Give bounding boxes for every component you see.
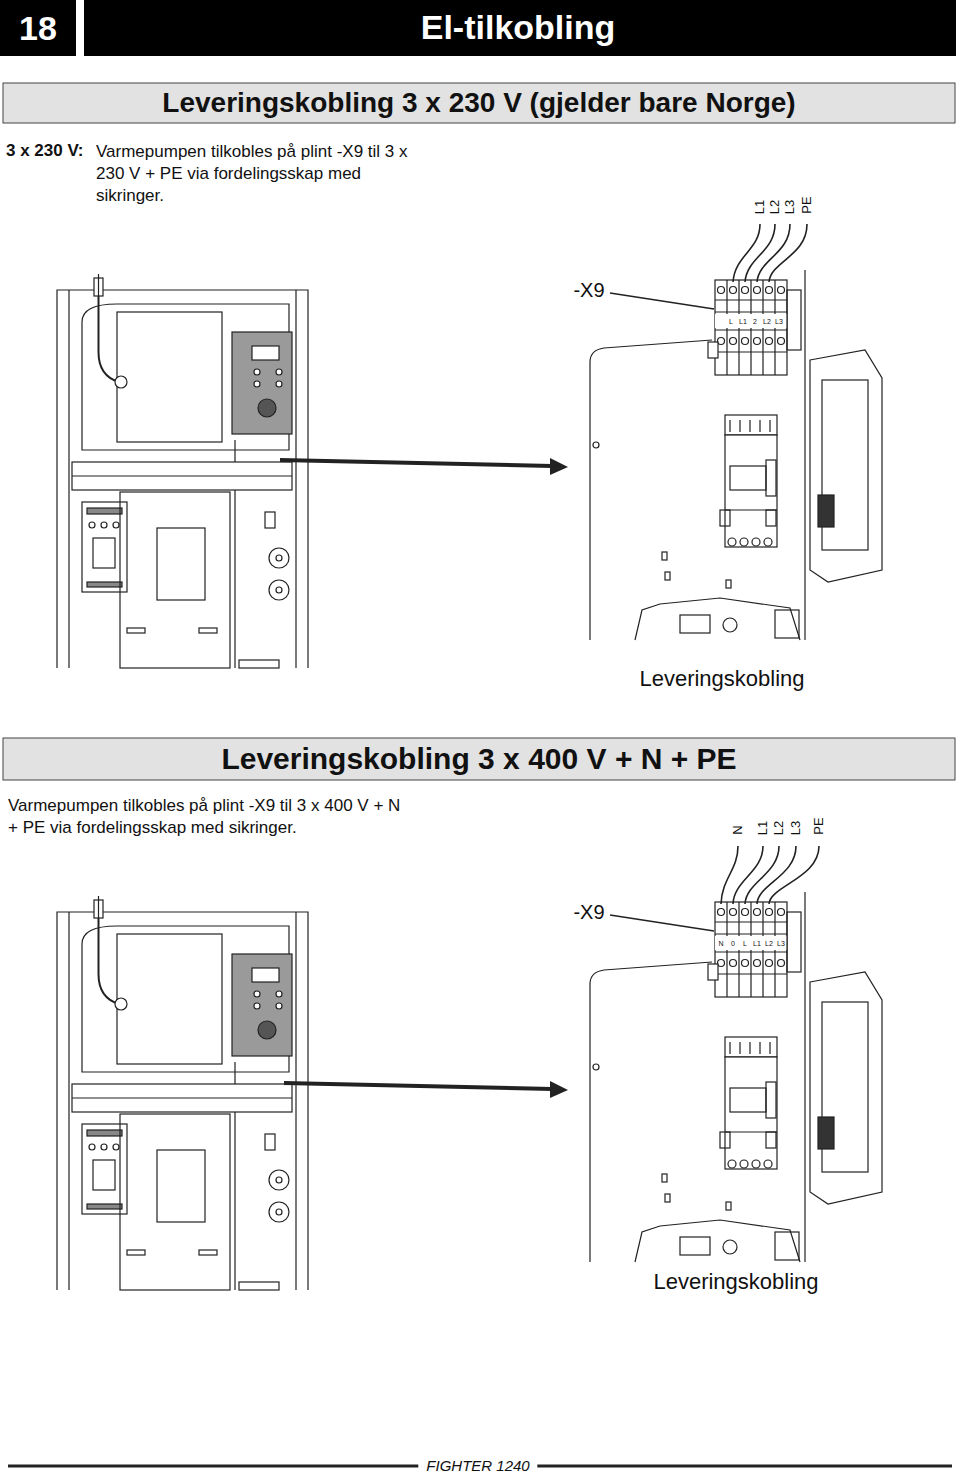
wire-label: L1	[756, 821, 771, 835]
footer-model: FIGHTER 1240	[418, 1457, 537, 1474]
terminal-name: -X9	[573, 901, 604, 924]
terminal-detail	[590, 270, 882, 640]
terminal-label: L2	[763, 318, 771, 325]
terminal-label: L	[743, 940, 747, 947]
terminal-label: L3	[777, 940, 785, 947]
section-heading: Leveringskobling 3 x 400 V + N + PE	[221, 742, 736, 776]
terminal-name: -X9	[573, 279, 604, 302]
wire-label: L1	[753, 200, 768, 214]
section-band	[3, 83, 955, 123]
terminal-label: L3	[775, 318, 783, 325]
figure-caption: Leveringskobling	[653, 1269, 818, 1294]
terminal-label: L	[729, 318, 733, 325]
instruction-text: Varmepumpen tilkobles på plint -X9 til 3…	[96, 141, 418, 207]
section-band	[3, 738, 955, 780]
terminal-detail	[590, 892, 882, 1262]
wire-label: L2	[772, 821, 787, 835]
heat-pump	[57, 896, 308, 1290]
wire-label: L3	[789, 821, 804, 835]
terminal-label: 2	[753, 318, 757, 325]
zoom-arrow	[280, 458, 568, 1098]
section-heading-box: Leveringskobling 3 x 400 V + N + PE	[3, 738, 955, 780]
figure-caption: Leveringskobling	[639, 666, 804, 691]
terminal-label: 0	[731, 940, 735, 947]
section-heading-box: Leveringskobling 3 x 230 V (gjelder bare…	[3, 83, 955, 123]
instruction-text: Varmepumpen tilkobles på plint -X9 til 3…	[8, 795, 413, 839]
supply-wires	[721, 224, 819, 904]
terminal-label: L1	[753, 940, 761, 947]
page-number-box	[0, 0, 76, 56]
wire-label: L2	[768, 200, 783, 214]
page-title: El-tilkobling	[421, 8, 616, 47]
page-number-box: 18	[0, 0, 76, 56]
section-heading: Leveringskobling 3 x 230 V (gjelder bare…	[162, 87, 795, 119]
heat-pump	[57, 274, 308, 668]
terminal-label: L2	[765, 940, 773, 947]
wire-label: N	[731, 825, 746, 834]
wire-label: PE	[812, 817, 827, 834]
wire-label: L3	[783, 200, 798, 214]
terminal-label: L1	[739, 318, 747, 325]
title-bar	[84, 0, 956, 56]
terminal-label: N	[718, 940, 723, 947]
page-number: 18	[19, 9, 57, 48]
voltage-label: 3 x 230 V:	[6, 141, 84, 161]
leader-line	[610, 293, 714, 931]
wire-label: PE	[800, 196, 815, 213]
